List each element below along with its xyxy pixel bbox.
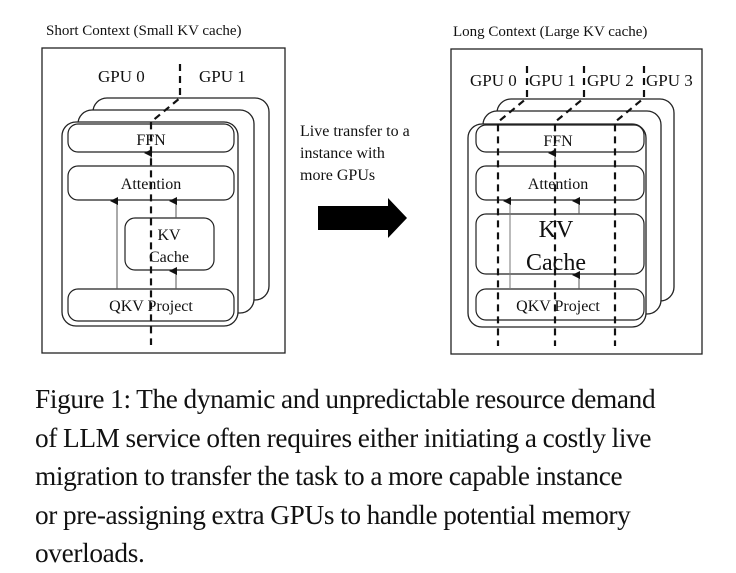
right-kv-cache-label-1: KV (539, 217, 574, 243)
left-panel: Short Context (Small KV cache) GPU 0 GPU… (41, 23, 286, 354)
left-panel-title: Short Context (Small KV cache) (46, 23, 242, 39)
caption-line: migration to transfer the task to a more… (35, 461, 623, 491)
caption-line: overloads. (35, 538, 145, 568)
right-qkv-label: QKV Project (516, 298, 600, 315)
right-panel-title: Long Context (Large KV cache) (453, 24, 647, 40)
right-gpu-label-1: GPU 1 (529, 71, 576, 90)
left-kv-cache-label-2: Cache (149, 249, 189, 266)
caption-line: Figure 1: The dynamic and unpredictable … (35, 384, 656, 414)
right-gpu-label-2: GPU 2 (587, 71, 634, 90)
caption-line: of LLM service often requires either ini… (35, 422, 652, 453)
right-layer-front (467, 123, 647, 328)
transfer-text-line-1: Live transfer to a (300, 123, 410, 140)
right-attention-block (475, 165, 645, 201)
left-gpu-label-0: GPU 0 (98, 67, 145, 86)
right-gpu-divider-0 (496, 66, 529, 346)
right-gpu-divider-1 (553, 66, 586, 346)
transfer-annotation: Live transfer to a instance with more GP… (300, 123, 410, 238)
right-ffn-label: FFN (543, 133, 573, 150)
right-gpu-label-0: GPU 0 (470, 71, 517, 90)
figure-caption: Figure 1: The dynamic and unpredictable … (35, 380, 725, 573)
transfer-text-line-2: instance with (300, 145, 385, 162)
right-ffn-block (475, 124, 645, 153)
right-arrow-icon (318, 198, 407, 238)
right-qkv-block (475, 288, 645, 321)
left-gpu-divider (149, 64, 182, 345)
right-kv-cache-block (475, 213, 645, 275)
left-panel-frame (41, 47, 286, 354)
right-attention-label: Attention (528, 176, 588, 193)
right-panel: Long Context (Large KV cache) GPU 0 GPU … (450, 24, 703, 355)
right-panel-frame (450, 48, 703, 355)
right-gpu-divider-2 (613, 66, 646, 346)
transfer-text-line-3: more GPUs (300, 167, 375, 184)
caption-line: or pre-assigning extra GPUs to handle po… (35, 499, 631, 530)
right-gpu-label-3: GPU 3 (646, 71, 693, 90)
left-gpu-label-1: GPU 1 (199, 67, 246, 86)
left-kv-cache-label-1: KV (157, 227, 181, 244)
